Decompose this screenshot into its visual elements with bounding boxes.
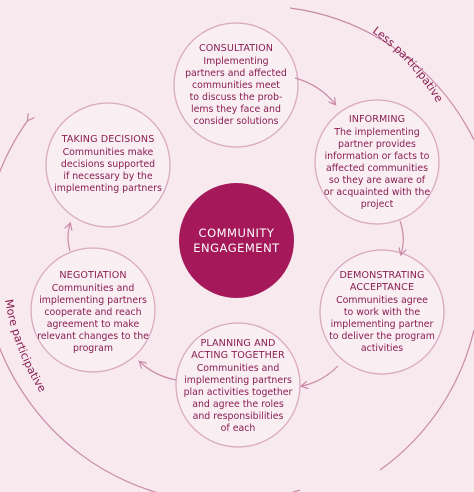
node-description: Communities agree to work with the imple… — [329, 295, 435, 355]
center-line-1: COMMUNITY — [198, 225, 275, 240]
title-line: DEMONSTRATING — [339, 269, 425, 281]
desc-line: and agree the roles — [192, 398, 284, 410]
node-title: DEMONSTRATING ACCEPTANCE — [339, 270, 424, 294]
desc-line: implementing partners — [184, 374, 292, 386]
title-line: PLANNING AND — [200, 337, 276, 349]
node-title: INFORMING — [348, 113, 406, 125]
node-description: Communities and implementing partners pl… — [184, 363, 293, 435]
center-line-2: ENGAGEMENT — [193, 240, 280, 255]
desc-line: so they are aware of — [328, 174, 426, 186]
node-demonstrating-acceptance: DEMONSTRATING ACCEPTANCE Communities agr… — [320, 264, 444, 360]
desc-line: Communities and — [51, 282, 135, 294]
desc-line: affected communities — [325, 162, 429, 174]
node-taking-decisions: TAKING DECISIONS Communities make decisi… — [46, 124, 170, 204]
node-description: Communities and implementing partners co… — [37, 283, 149, 355]
desc-line: Communities agree — [336, 294, 428, 306]
desc-line: The implementing — [334, 126, 420, 138]
outer-ring-arc-right — [379, 329, 474, 471]
desc-line: and responsibilities — [192, 410, 284, 422]
node-negotiation: NEGOTIATION Communities and implementing… — [31, 264, 155, 360]
arrow-demonstrating-to-planning — [302, 365, 339, 386]
circle-taking-decisions — [45, 102, 171, 228]
node-title: CONSULTATION — [198, 42, 274, 54]
circle-consultation — [173, 22, 299, 148]
desc-line: cooperate and reach — [44, 306, 142, 318]
desc-line: Communities make — [62, 146, 154, 158]
desc-line: to discuss the prob- — [189, 91, 283, 103]
outer-ring-arc — [289, 7, 474, 141]
desc-line: agreement to make — [46, 318, 140, 330]
desc-line: partners and affected — [185, 67, 287, 79]
desc-line: implementing partners — [54, 182, 162, 194]
desc-line: program — [72, 342, 113, 354]
node-description: The implementing partner provides inform… — [324, 127, 430, 211]
arrow-consultation-to-informing — [294, 77, 335, 104]
desc-line: if necessary by the — [63, 170, 153, 182]
circle-demonstrating — [319, 249, 445, 375]
node-description: Communities make decisions supported if … — [54, 147, 162, 195]
node-consultation: CONSULTATION Implementing partners and a… — [176, 34, 296, 136]
outer-ring-arc-bottom — [27, 399, 301, 492]
desc-line: partner provides — [338, 138, 416, 150]
desc-line: implementing partner — [330, 318, 434, 330]
arrow-planning-to-negotiation — [140, 362, 177, 381]
node-description: Implementing partners and affected commu… — [185, 56, 287, 128]
desc-line: Communities and — [196, 362, 280, 374]
community-engagement-center: COMMUNITY ENGAGEMENT — [179, 183, 294, 298]
desc-line: to work with the — [343, 306, 421, 318]
desc-line: Implementing — [203, 55, 269, 67]
node-title: PLANNING AND ACTING TOGETHER — [191, 338, 285, 362]
title-line: ACTING TOGETHER — [191, 349, 285, 361]
desc-line: or acquainted with the — [323, 186, 431, 198]
outer-ring-arc-left — [0, 120, 28, 401]
circle-informing — [314, 99, 440, 225]
desc-line: plan activities together — [183, 386, 293, 398]
arrow-negotiation-to-taking — [68, 224, 70, 252]
title-line: ACCEPTANCE — [349, 281, 415, 293]
node-planning-acting-together: PLANNING AND ACTING TOGETHER Communities… — [176, 334, 300, 438]
node-informing: INFORMING The implementing partner provi… — [315, 106, 439, 218]
arrow-informing-to-demonstrating — [400, 220, 403, 254]
desc-line: lems they face and — [191, 103, 281, 115]
desc-line: information or facts to — [324, 150, 430, 162]
desc-line: relevant changes to the — [37, 330, 149, 342]
desc-line: of each — [220, 422, 256, 434]
circle-negotiation — [30, 247, 156, 373]
desc-line: to deliver the program — [329, 330, 435, 342]
desc-line: project — [360, 198, 394, 210]
node-title: NEGOTIATION — [59, 269, 127, 281]
desc-line: activities — [360, 342, 404, 354]
less-participative-label: Less participative — [370, 24, 446, 105]
desc-line: decisions supported — [60, 158, 156, 170]
desc-line: consider solutions — [193, 115, 279, 127]
desc-line: implementing partners — [39, 294, 147, 306]
desc-line: communities meet — [192, 79, 280, 91]
node-title: TAKING DECISIONS — [61, 133, 155, 145]
